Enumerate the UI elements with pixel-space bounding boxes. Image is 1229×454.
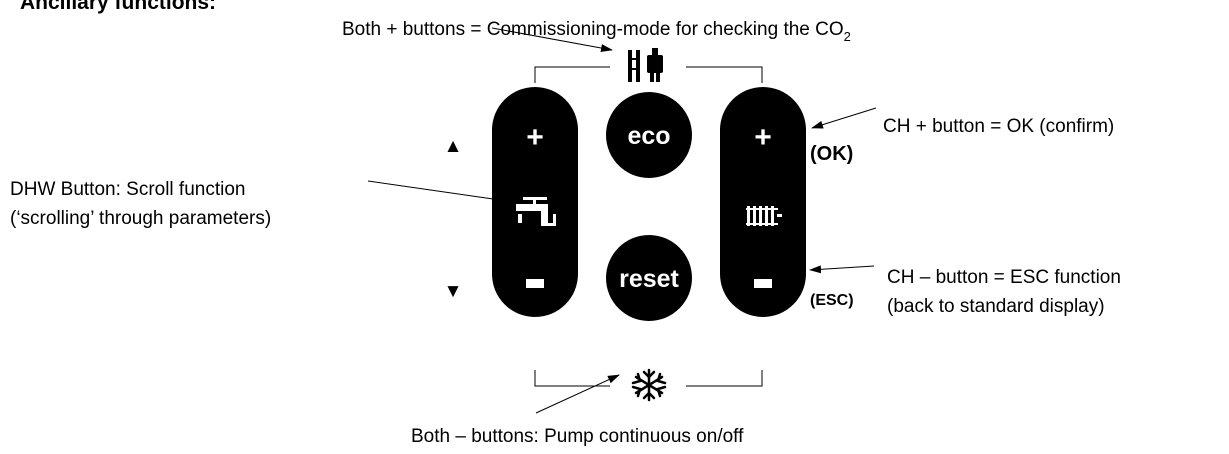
radiator-icon bbox=[746, 206, 782, 226]
reset-button[interactable]: reset bbox=[606, 235, 692, 321]
ok-label: (OK) bbox=[810, 143, 853, 165]
ch-pill-button[interactable]: + bbox=[720, 87, 806, 317]
bottom-bracket-right bbox=[686, 370, 763, 387]
ch-minus-label bbox=[754, 279, 772, 288]
tap-icon bbox=[516, 197, 556, 226]
eco-button[interactable]: eco bbox=[606, 92, 692, 178]
snowflake-icon bbox=[631, 368, 667, 402]
esc-arrow bbox=[809, 265, 875, 274]
top-bracket-right bbox=[686, 66, 763, 83]
up-arrow-icon: ▲ bbox=[444, 136, 463, 157]
pump-arrow bbox=[535, 374, 620, 414]
pump-annotation: Both – buttons: Pump continuous on/off bbox=[411, 426, 744, 447]
down-arrow-icon: ▼ bbox=[444, 281, 463, 302]
heading: Ancillary functions: bbox=[20, 0, 216, 14]
ok-annotation: CH + button = OK (confirm) bbox=[883, 116, 1114, 137]
bottom-bracket-left bbox=[534, 370, 610, 387]
dhw-annotation-line1: DHW Button: Scroll function bbox=[10, 179, 245, 200]
eco-label: eco bbox=[627, 122, 670, 150]
dhw-pill-button[interactable]: + bbox=[492, 87, 578, 317]
ch-plus-label: + bbox=[754, 121, 772, 154]
chimney-sweep-icon bbox=[628, 48, 663, 82]
dhw-plus-label: + bbox=[526, 121, 544, 154]
ok-arrow bbox=[811, 107, 877, 129]
dhw-minus-label bbox=[526, 279, 544, 288]
reset-label: reset bbox=[619, 265, 679, 293]
commissioning-annotation: Both + buttons = Commissioning-mode for … bbox=[342, 19, 851, 44]
esc-annotation-line2: (back to standard display) bbox=[887, 296, 1105, 317]
top-annotation-arrow bbox=[491, 27, 613, 52]
esc-label: (ESC) bbox=[810, 292, 854, 309]
dhw-arrow bbox=[367, 180, 508, 204]
dhw-annotation-line2: (‘scrolling’ through parameters) bbox=[10, 208, 271, 229]
top-bracket-left bbox=[534, 66, 610, 83]
esc-annotation-line1: CH – button = ESC function bbox=[887, 267, 1121, 288]
